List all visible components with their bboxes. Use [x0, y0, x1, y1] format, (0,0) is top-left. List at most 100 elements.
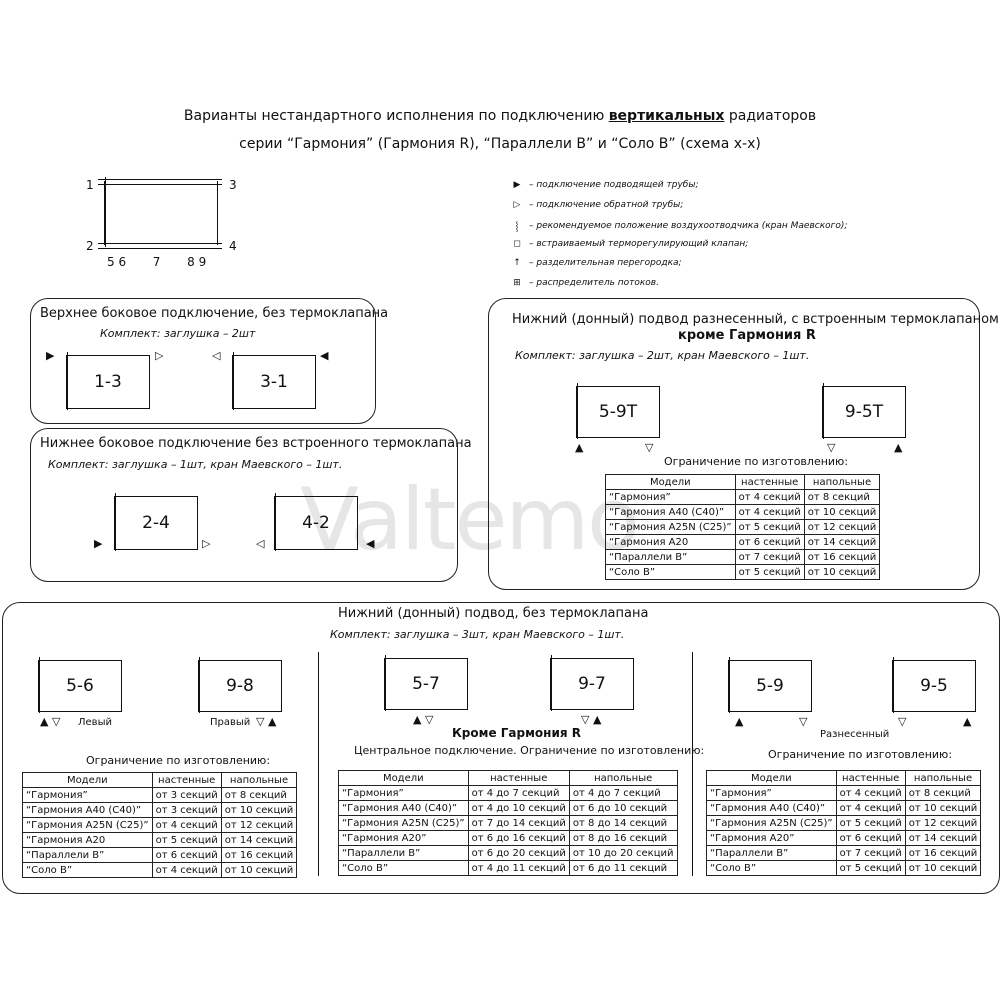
radiator-4-2: 4-2	[274, 493, 358, 551]
table-cell: от 6 до 16 секций	[467, 830, 570, 846]
box-top-side-title: Верхнее боковое подключение, без термокл…	[40, 306, 389, 321]
radiator-9-7: 9-7	[550, 655, 634, 711]
table-cell: от 5 секций	[151, 832, 222, 848]
partition-icon: ↑	[513, 258, 521, 268]
table-cell: от 7 секций	[734, 549, 805, 565]
box-thermo	[488, 298, 980, 590]
legend-text: – распределитель потоков.	[529, 277, 659, 288]
table-cell: “Гармония А40 (С40)”	[706, 800, 837, 816]
table-cell: “Гармония”	[338, 785, 469, 801]
table-header: напольные	[220, 772, 298, 788]
table-cell: от 4 секций	[835, 785, 906, 801]
table-cell: “Гармония А25N (С25)”	[706, 815, 837, 831]
hollow-triangle-icon: ▷	[513, 199, 521, 210]
table-cell: от 10 секций	[904, 800, 982, 816]
hollow-triangle-icon: ▽	[799, 715, 808, 728]
limit-label: Ограничение по изготовлению:	[768, 748, 953, 761]
box-bottom-side-subtitle: Комплект: заглушка – 1шт, кран Маевского…	[48, 458, 343, 471]
table-cell: “Соло В”	[22, 862, 153, 878]
hollow-triangle-icon: ▽	[827, 441, 836, 454]
table-header: Модели	[22, 772, 153, 788]
table-header: настенные	[835, 770, 906, 786]
table-header: напольные	[568, 770, 678, 786]
table-cell: “Гармония А40 (С40)”	[338, 800, 469, 816]
table-cell: от 4 секций	[151, 862, 222, 878]
legend-item: ↑– разделительная перегородка;	[505, 258, 681, 268]
filled-triangle-icon: ◀	[366, 537, 375, 550]
legend-text: – встраиваемый терморегулирующий клапан;	[529, 238, 749, 249]
hollow-triangle-icon: ▽	[425, 713, 434, 726]
table-cell: от 4 до 7 секций	[467, 785, 570, 801]
table-cell: от 8 до 16 секций	[568, 830, 678, 846]
table-cell: от 10 секций	[904, 860, 982, 876]
page-title: Варианты нестандартного исполнения по по…	[183, 108, 817, 124]
hollow-triangle-icon: ▽	[52, 715, 61, 728]
radiator-5-9t: 5-9T	[576, 383, 660, 439]
filled-triangle-icon: ▲	[894, 441, 903, 454]
radiator-5-7: 5-7	[384, 655, 468, 711]
table-cell: “Гармония А20	[605, 534, 736, 550]
table-header: Модели	[706, 770, 837, 786]
hollow-triangle-icon: ▽	[256, 715, 265, 728]
filled-triangle-icon: ▲	[40, 715, 49, 728]
table-cell: от 6 секций	[734, 534, 805, 550]
radiator-1-3: 1-3	[66, 352, 150, 410]
table-cell: от 6 до 20 секций	[467, 845, 570, 861]
table-cell: “Гармония”	[605, 489, 736, 505]
filled-triangle-icon: ▶	[94, 537, 103, 550]
table-cell: “Соло В”	[605, 564, 736, 580]
filled-triangle-icon: ▲	[963, 715, 972, 728]
limit-label: Центральное подключение. Ограничение по …	[354, 744, 705, 757]
table-cell: “Гармония”	[706, 785, 837, 801]
box-bottom-side	[30, 428, 458, 582]
table-cell: от 3 секций	[151, 787, 222, 803]
table-cell: от 10 секций	[803, 564, 881, 580]
table-cell: от 10 до 20 секций	[568, 845, 678, 861]
legend-item: ⸾– рекомендуемое положение воздухоотводч…	[505, 219, 847, 233]
filled-triangle-icon: ▲	[593, 713, 602, 726]
exception-label: Кроме Гармония R	[452, 726, 581, 740]
table-cell: “Параллели В”	[706, 845, 837, 861]
filled-triangle-icon: ▲	[413, 713, 422, 726]
caption-spaced: Разнесенный	[820, 729, 890, 740]
hollow-triangle-icon: ▽	[581, 713, 590, 726]
table-cell: от 6 до 10 секций	[568, 800, 678, 816]
table-cell: “Параллели В”	[605, 549, 736, 565]
hollow-triangle-icon: ▷	[155, 349, 164, 362]
table-cell: “Параллели В”	[338, 845, 469, 861]
table-cell: от 16 секций	[803, 549, 881, 565]
air-valve-icon: ⸾	[515, 222, 519, 232]
flow-distributor-icon: ⊞	[513, 277, 521, 288]
table-cell: “Соло В”	[338, 860, 469, 876]
table-cell: от 4 до 10 секций	[467, 800, 570, 816]
caption-right: Правый	[210, 717, 251, 728]
table-cell: от 8 секций	[220, 787, 298, 803]
table-cell: от 12 секций	[803, 519, 881, 535]
box-bottom-side-title: Нижнее боковое подключение без встроенно…	[40, 436, 472, 451]
radiator-5-6: 5-6	[38, 657, 122, 713]
table-cell: “Параллели В”	[22, 847, 153, 863]
hollow-triangle-icon: ◁	[212, 349, 221, 362]
table-cell: от 16 секций	[904, 845, 982, 861]
radiator-9-5: 9-5	[892, 657, 976, 713]
legend-text: – подключение обратной трубы;	[529, 199, 684, 210]
table-cell: “Гармония А40 (С40)”	[605, 504, 736, 520]
table-cell: “Гармония А20	[22, 832, 153, 848]
radiator-3-1: 3-1	[232, 352, 316, 410]
